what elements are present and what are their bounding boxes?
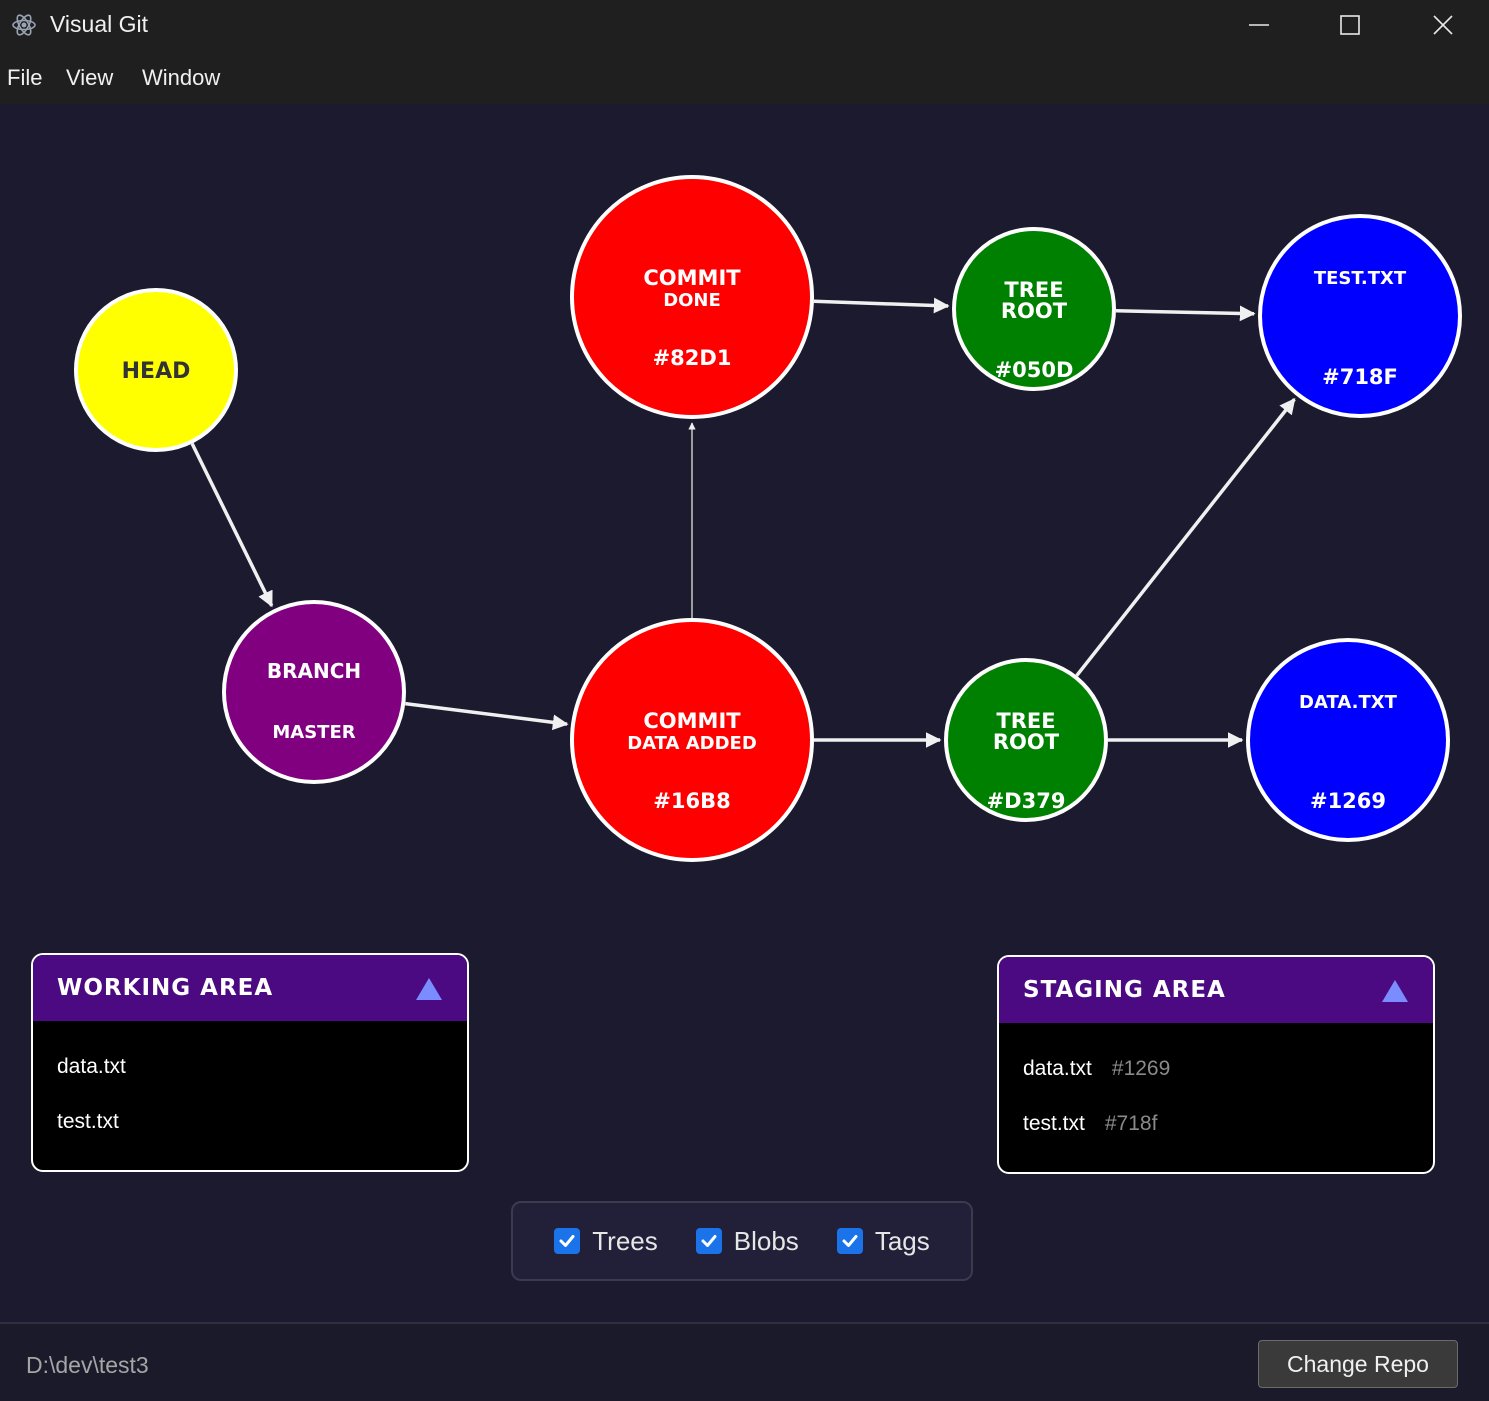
- node-label: #050D: [995, 358, 1074, 382]
- node-circle[interactable]: [570, 618, 814, 862]
- node-circle[interactable]: [944, 658, 1108, 822]
- working-area-title: WORKING AREA: [57, 975, 274, 1001]
- edge-tree-050d-to-blob-test: [1115, 305, 1256, 322]
- collapse-triangle-icon[interactable]: [1381, 979, 1409, 1003]
- edge-head-to-branch: [190, 442, 274, 608]
- edge-branch-to-commit-data: [405, 701, 569, 731]
- filter-blobs[interactable]: Blobs: [695, 1225, 799, 1257]
- filter-label: Trees: [592, 1225, 658, 1256]
- menu-bar: File View Window: [0, 52, 1489, 104]
- status-bar: D:\dev\test3 Change Repo: [0, 1322, 1489, 1401]
- node-label: COMMIT: [643, 266, 741, 290]
- node-label: DATA.TXT: [1299, 692, 1398, 713]
- close-icon: [1433, 15, 1453, 35]
- node-circle[interactable]: [570, 175, 814, 419]
- edge-commit-done-to-tree-050d: [813, 297, 950, 314]
- node-branch[interactable]: BRANCH MASTER: [222, 600, 406, 784]
- node-label: #718F: [1322, 365, 1398, 389]
- node-circle[interactable]: [222, 600, 406, 784]
- node-label: TEST.TXT: [1314, 268, 1407, 289]
- node-head[interactable]: HEAD: [74, 288, 238, 452]
- repo-path: D:\dev\test3: [26, 1352, 149, 1378]
- working-area-panel: WORKING AREA data.txt test.txt: [31, 953, 469, 1172]
- staged-file-item[interactable]: data.txt #1269: [1023, 1041, 1409, 1096]
- node-label: TREE: [1004, 278, 1063, 302]
- node-label: BRANCH: [267, 659, 361, 683]
- filter-label: Blobs: [733, 1225, 799, 1256]
- node-label: #D379: [987, 789, 1066, 813]
- menu-view[interactable]: View: [66, 65, 114, 90]
- checkbox-checked-icon[interactable]: [836, 1228, 863, 1254]
- node-label: HEAD: [122, 359, 191, 384]
- working-file-item[interactable]: test.txt: [57, 1094, 443, 1149]
- title-bar: Visual Git: [0, 0, 1489, 52]
- node-label: #16B8: [653, 789, 730, 813]
- file-name: test.txt: [57, 1109, 119, 1133]
- file-name: test.txt: [1023, 1111, 1085, 1135]
- file-hash: #718f: [1104, 1111, 1158, 1135]
- staging-area-title: STAGING AREA: [1023, 977, 1226, 1003]
- filter-tags[interactable]: Tags: [836, 1225, 930, 1257]
- node-label: COMMIT: [643, 709, 741, 733]
- node-label: #1269: [1310, 789, 1386, 813]
- electron-app-icon: [12, 14, 36, 36]
- working-area-header[interactable]: WORKING AREA: [33, 955, 467, 1021]
- node-label: #82D1: [653, 346, 732, 370]
- collapse-triangle-icon[interactable]: [415, 977, 443, 1001]
- staging-area-list: data.txt #1269 test.txt #718f: [999, 1023, 1433, 1163]
- close-button[interactable]: [1397, 0, 1489, 50]
- working-file-item[interactable]: data.txt: [57, 1039, 443, 1094]
- filter-label: Tags: [874, 1225, 930, 1256]
- node-label: DONE: [663, 290, 721, 311]
- node-label: MASTER: [272, 722, 355, 743]
- file-name: data.txt: [1023, 1056, 1092, 1080]
- maximize-button[interactable]: [1304, 0, 1396, 50]
- node-circle[interactable]: [1246, 638, 1450, 842]
- node-circle[interactable]: [1258, 214, 1462, 418]
- checkbox-checked-icon[interactable]: [554, 1228, 581, 1254]
- node-label: DATA ADDED: [627, 733, 757, 754]
- change-repo-button[interactable]: Change Repo: [1258, 1340, 1458, 1388]
- node-circle[interactable]: [952, 227, 1116, 391]
- staging-area-panel: STAGING AREA data.txt #1269 test.txt #71…: [997, 955, 1435, 1174]
- window-title: Visual Git: [50, 11, 149, 37]
- node-circle[interactable]: [74, 288, 238, 452]
- minimize-button[interactable]: [1213, 0, 1305, 50]
- menu-file[interactable]: File: [7, 65, 43, 90]
- node-label: TREE: [996, 709, 1055, 733]
- checkbox-checked-icon[interactable]: [695, 1228, 722, 1254]
- edge-tree-d379-to-blob-test: [1075, 398, 1296, 677]
- git-object-graph: HEADBRANCHMASTERCOMMITDONE#82D1COMMITDAT…: [74, 175, 1462, 862]
- working-area-list: data.txt test.txt: [33, 1021, 467, 1161]
- node-label: ROOT: [993, 730, 1060, 754]
- node-blob-data[interactable]: DATA.TXT #1269: [1246, 638, 1450, 842]
- graph-filters: Trees Blobs Tags: [511, 1201, 973, 1281]
- node-label: ROOT: [1001, 299, 1068, 323]
- file-name: data.txt: [57, 1054, 126, 1078]
- staged-file-item[interactable]: test.txt #718f: [1023, 1096, 1409, 1151]
- staging-area-header[interactable]: STAGING AREA: [999, 957, 1433, 1023]
- menu-window[interactable]: Window: [142, 65, 221, 90]
- minimize-icon: [1249, 24, 1269, 26]
- file-hash: #1269: [1111, 1056, 1171, 1080]
- filter-trees[interactable]: Trees: [554, 1226, 658, 1257]
- node-blob-test[interactable]: TEST.TXT #718F: [1258, 214, 1462, 418]
- maximize-icon: [1340, 15, 1360, 35]
